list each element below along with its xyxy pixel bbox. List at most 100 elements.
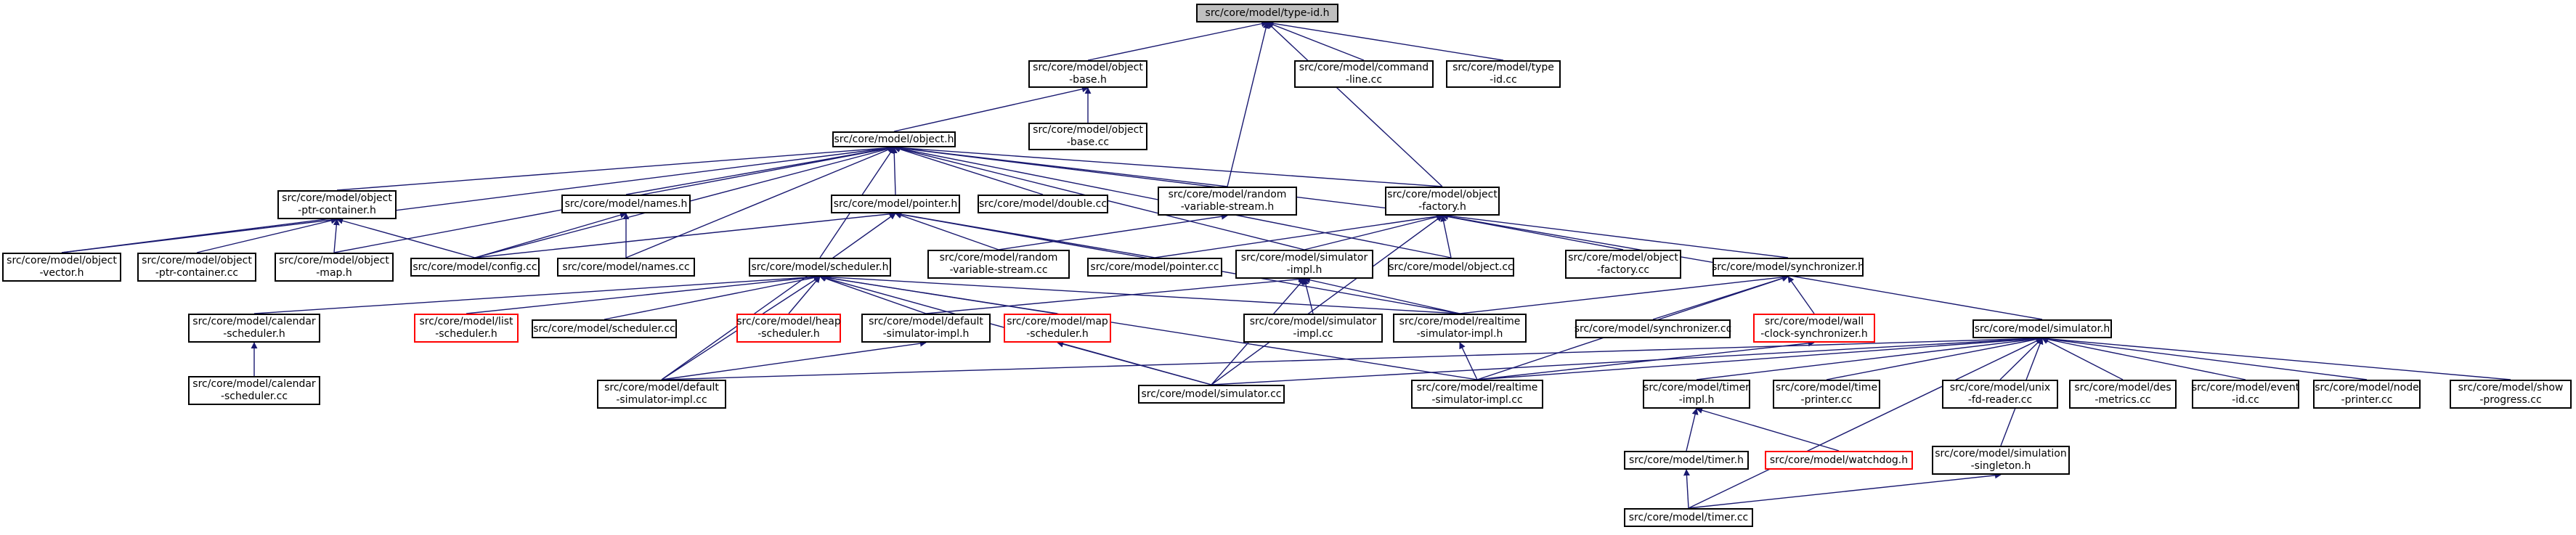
node-names-h[interactable]: src/core/model/names.h [561, 195, 691, 213]
node-object-cc[interactable]: src/core/model/object.cc [1388, 258, 1514, 277]
node-synchronizer-cc[interactable]: src/core/model/synchronizer.cc [1575, 319, 1731, 338]
edge-timer-cc-to-timer-h [1683, 469, 1690, 509]
node-calendar-scheduler-cc[interactable]: src/core/model/calendar -scheduler.cc [188, 376, 320, 405]
edge-scheduler-cc-to-scheduler-h [604, 274, 821, 320]
node-config-cc[interactable]: src/core/model/config.cc [410, 258, 540, 277]
edge-pointer-h-to-object-h [890, 147, 898, 195]
node-list-scheduler-h[interactable]: src/core/model/list -scheduler.h [414, 314, 519, 343]
edge-synchronizer-h-to-object-h [893, 144, 1789, 258]
edge-object-map-h-to-object-ptr-container-h [333, 219, 340, 253]
node-command-line-cc[interactable]: src/core/model/command -line.cc [1294, 60, 1434, 88]
edge-object-h-to-object-base-h [893, 86, 1089, 132]
node-object-map-h[interactable]: src/core/model/object -map.h [275, 253, 394, 282]
node-node-printer-cc[interactable]: src/core/model/node -printer.cc [2313, 380, 2421, 409]
node-realtime-simulator-impl-cc[interactable]: src/core/model/realtime -simulator-impl.… [1411, 380, 1543, 409]
edge-realtime-simulator-impl-cc-to-wall-clock-synchronizer-h [1476, 340, 1815, 380]
node-pointer-cc[interactable]: src/core/model/pointer.cc [1087, 258, 1222, 277]
node-object-vector-h[interactable]: src/core/model/object -vector.h [2, 253, 121, 282]
node-timer-cc[interactable]: src/core/model/timer.cc [1624, 508, 1753, 527]
node-object-ptr-container-h[interactable]: src/core/model/object -ptr-container.h [277, 190, 397, 219]
edge-simulator-impl-cc-to-simulator-impl-h [1302, 278, 1314, 314]
node-scheduler-h[interactable]: src/core/model/scheduler.h [749, 258, 891, 277]
node-simulation-singleton-h[interactable]: src/core/model/simulation -singleton.h [1932, 446, 2070, 475]
edge-command-line-cc-to-type-id-h [1267, 21, 1365, 61]
edge-default-simulator-impl-cc-to-simulator-h [661, 335, 2043, 380]
edge-timer-impl-h-to-simulator-h [1696, 335, 2043, 380]
node-names-cc[interactable]: src/core/model/names.cc [557, 258, 695, 277]
edge-realtime-simulator-impl-h-to-simulator-impl-h [1304, 277, 1460, 314]
node-scheduler-cc[interactable]: src/core/model/scheduler.cc [532, 319, 677, 338]
edge-config-cc-to-object-ptr-container-h [336, 217, 476, 258]
edge-watchdog-h-to-timer-impl-h [1696, 407, 1840, 452]
node-pointer-h[interactable]: src/core/model/pointer.h [831, 195, 960, 213]
node-watchdog-h[interactable]: src/core/model/watchdog.h [1765, 451, 1913, 470]
edge-default-simulator-impl-cc-to-default-simulator-impl-h [661, 340, 927, 380]
edge-simulator-cc-to-object-factory-h [1211, 215, 1443, 385]
node-default-simulator-impl-h[interactable]: src/core/model/default -simulator-impl.h [861, 314, 991, 343]
edge-des-metrics-cc-to-simulator-h [2041, 338, 2124, 380]
edge-show-progress-cc-to-simulator-h [2041, 335, 2511, 380]
edge-pointer-cc-to-object-factory-h [1154, 213, 1443, 258]
node-timer-h[interactable]: src/core/model/timer.h [1624, 451, 1749, 470]
edge-realtime-simulator-impl-cc-to-realtime-simulator-impl-h [1459, 342, 1478, 380]
edge-random-variable-stream-h-to-type-id-h [1227, 22, 1269, 187]
edge-node-printer-cc-to-simulator-h [2041, 335, 2368, 380]
node-time-printer-cc[interactable]: src/core/model/time -printer.cc [1773, 380, 1880, 409]
node-wall-clock-synchronizer-h[interactable]: src/core/model/wall -clock-synchronizer.… [1753, 314, 1875, 343]
node-object-base-cc[interactable]: src/core/model/object -base.cc [1028, 123, 1147, 150]
edge-simulator-impl-h-to-object-factory-h [1304, 213, 1443, 250]
edge-default-simulator-impl-cc-to-pointer-h [661, 213, 896, 380]
node-object-base-h[interactable]: src/core/model/object -base.h [1028, 60, 1147, 88]
edge-heap-scheduler-h-to-scheduler-h [788, 276, 821, 314]
edge-realtime-simulator-impl-cc-to-simulator-h [1476, 335, 2043, 380]
edge-simulator-cc-to-map-scheduler-h [1057, 340, 1212, 385]
node-object-factory-h[interactable]: src/core/model/object -factory.h [1385, 187, 1500, 216]
edge-calendar-scheduler-h-to-scheduler-h [253, 274, 821, 314]
node-synchronizer-h[interactable]: src/core/model/synchronizer.h [1712, 258, 1864, 277]
edge-object-factory-h-to-type-id-h [1267, 22, 1443, 187]
edge-config-cc-to-pointer-h [474, 211, 896, 258]
node-unix-fd-reader-cc[interactable]: src/core/model/unix -fd-reader.cc [1942, 380, 2058, 409]
edge-timer-cc-to-simulator-h [1688, 338, 2043, 509]
edge-list-scheduler-h-to-scheduler-h [466, 274, 821, 314]
node-object-ptr-container-cc[interactable]: src/core/model/object -ptr-container.cc [137, 253, 256, 282]
node-type-id-cc[interactable]: src/core/model/type -id.cc [1446, 60, 1561, 88]
node-simulator-cc[interactable]: src/core/model/simulator.cc [1138, 385, 1285, 404]
edge-random-variable-stream-cc-to-pointer-h [895, 212, 999, 250]
edge-random-variable-stream-cc-to-random-variable-stream-h [998, 213, 1228, 250]
edge-wall-clock-synchronizer-h-to-synchronizer-h [1787, 276, 1815, 314]
node-type-id-h[interactable]: src/core/model/type-id.h [1196, 4, 1338, 23]
node-realtime-simulator-impl-h[interactable]: src/core/model/realtime -simulator-impl.… [1393, 314, 1527, 343]
edge-default-simulator-impl-h-to-scheduler-h [819, 275, 927, 314]
edge-config-cc-to-names-h [474, 211, 627, 258]
edge-names-cc-to-object-h [625, 146, 895, 258]
node-object-h[interactable]: src/core/model/object.h [832, 131, 956, 147]
edge-event-id-cc-to-simulator-h [2041, 336, 2246, 380]
node-double-cc[interactable]: src/core/model/double.cc [978, 195, 1108, 213]
node-random-variable-stream-cc[interactable]: src/core/model/random -variable-stream.c… [927, 250, 1070, 279]
node-des-metrics-cc[interactable]: src/core/model/des -metrics.cc [2069, 380, 2177, 409]
node-random-variable-stream-h[interactable]: src/core/model/random -variable-stream.h [1158, 187, 1297, 216]
node-default-simulator-impl-cc[interactable]: src/core/model/default -simulator-impl.c… [597, 380, 726, 409]
node-timer-impl-h[interactable]: src/core/model/timer -impl.h [1643, 380, 1750, 409]
edge-unix-fd-reader-cc-to-simulator-h [1999, 338, 2043, 380]
edge-object-cc-to-object-factory-h [1440, 215, 1452, 258]
node-heap-scheduler-h[interactable]: src/core/model/heap -scheduler.h [736, 314, 841, 343]
node-event-id-cc[interactable]: src/core/model/event -id.cc [2192, 380, 2299, 409]
edge-object-ptr-container-cc-to-object-ptr-container-h [196, 217, 338, 253]
edge-double-cc-to-object-h [893, 146, 1044, 195]
node-simulator-impl-h[interactable]: src/core/model/simulator -impl.h [1235, 250, 1373, 279]
edge-names-h-to-object-h [625, 144, 895, 195]
node-map-scheduler-h[interactable]: src/core/model/map -scheduler.h [1004, 314, 1111, 343]
edge-simulator-cc-to-simulator-h [1211, 335, 2043, 385]
edge-object-factory-h-to-object-h [893, 144, 1443, 187]
edge-realtime-simulator-impl-h-to-scheduler-h [819, 273, 1460, 314]
edge-default-simulator-impl-h-to-simulator-impl-h [925, 276, 1305, 314]
node-calendar-scheduler-h[interactable]: src/core/model/calendar -scheduler.h [188, 314, 320, 343]
node-object-factory-cc[interactable]: src/core/model/object -factory.cc [1565, 250, 1681, 279]
node-simulator-h[interactable]: src/core/model/simulator.h [1972, 319, 2112, 338]
node-show-progress-cc[interactable]: src/core/model/show -progress.cc [2450, 380, 2572, 409]
node-simulator-impl-cc[interactable]: src/core/model/simulator -impl.cc [1243, 314, 1383, 343]
